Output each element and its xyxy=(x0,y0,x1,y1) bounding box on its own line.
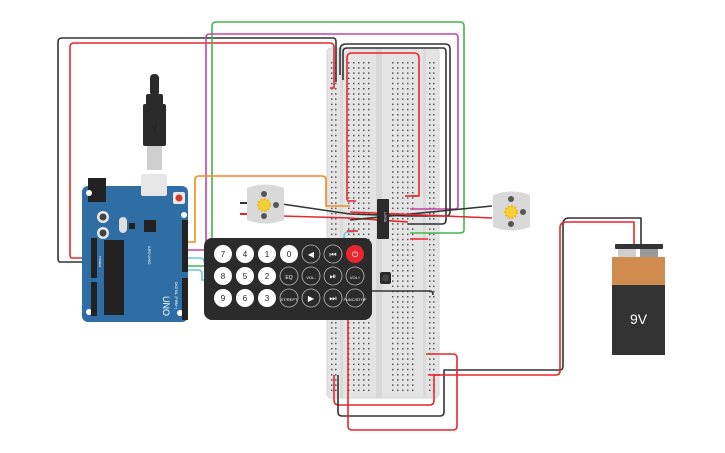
wire-red-battery xyxy=(428,221,635,376)
board-label: UNO xyxy=(161,296,171,316)
remote-button[interactable] xyxy=(323,288,343,308)
brand-label: ARDUINO xyxy=(147,246,152,264)
wire-black-top-2 xyxy=(342,47,447,225)
remote-button[interactable] xyxy=(214,289,232,307)
power-header-label: POWER xyxy=(98,256,102,268)
remote-button-label: VOL- xyxy=(306,275,316,280)
remote-button[interactable] xyxy=(236,289,254,307)
remote-button[interactable] xyxy=(236,267,254,285)
remote-button[interactable] xyxy=(301,266,321,286)
remote-button-label: 3 xyxy=(265,294,270,303)
remote-button-label: 8 xyxy=(221,272,226,281)
wire-green xyxy=(188,21,465,267)
wire-black-gnd-top xyxy=(57,37,337,263)
remote-power-button[interactable] xyxy=(346,245,364,263)
remote-button-label: ⏮ xyxy=(329,250,336,259)
remote-button[interactable] xyxy=(258,289,276,307)
remote-button[interactable] xyxy=(236,245,254,263)
remote-button[interactable] xyxy=(323,244,343,264)
usb-cable[interactable]: ⑂ xyxy=(143,74,166,170)
remote-button[interactable] xyxy=(279,266,299,286)
wire-black-ir xyxy=(370,290,434,296)
wire-red-bottom-2 xyxy=(347,300,458,431)
remote-button-label: ⏯ xyxy=(330,272,336,281)
remote-button[interactable] xyxy=(301,288,321,308)
remote-button-label: 6 xyxy=(243,294,248,303)
motor-right[interactable] xyxy=(493,191,530,231)
digital-header-label: DIGITAL (PWM~) xyxy=(174,282,178,309)
remote-button[interactable] xyxy=(301,244,321,264)
remote-button[interactable] xyxy=(258,267,276,285)
remote-button[interactable] xyxy=(279,288,299,308)
remote-button-label: 4 xyxy=(243,250,248,259)
wires xyxy=(57,21,642,431)
wire-motor-right-red xyxy=(349,211,493,219)
remote-button-label: 7 xyxy=(221,250,226,259)
wire-cyan-1 xyxy=(188,257,205,263)
remote-button-label: ◀ xyxy=(308,250,315,259)
motor-left-gear-icon xyxy=(257,198,271,212)
remote-button-label: 0 xyxy=(287,250,292,259)
ic-chip[interactable]: L293D xyxy=(377,199,389,239)
wire-red-bottom-1 xyxy=(333,374,440,406)
wire-red-5v-top xyxy=(69,42,335,259)
motor-left[interactable] xyxy=(240,184,284,224)
wire-magenta xyxy=(188,33,459,251)
remote-button-label: 9 xyxy=(221,294,226,303)
usb-icon: ⑂ xyxy=(152,123,158,134)
ir-receiver[interactable] xyxy=(380,272,391,284)
remote-button-label: ST/REPT xyxy=(281,297,298,302)
remote-button-label: 1 xyxy=(265,250,270,259)
remote-button-label: ⏻ xyxy=(352,250,359,259)
remote-button[interactable] xyxy=(214,245,232,263)
wire-orange xyxy=(188,175,350,243)
remote-button[interactable] xyxy=(214,267,232,285)
motor-right-gear-icon xyxy=(504,205,518,219)
wire-black-top-1 xyxy=(339,43,451,217)
remote-button-label: 5 xyxy=(243,272,248,281)
remote-button-label: EQ xyxy=(285,275,292,281)
wire-cyan-2 xyxy=(188,269,205,281)
remote-button-label: FUNC/STOP xyxy=(343,297,366,302)
battery-label: 9V xyxy=(630,311,648,327)
remote-button[interactable] xyxy=(280,245,298,263)
remote-button-label: 2 xyxy=(265,272,270,281)
arduino-uno[interactable]: UNO ARDUINO DIGITAL (PWM~) POWER xyxy=(82,174,188,322)
remote-button[interactable] xyxy=(345,288,365,308)
remote-button-label: ▶ xyxy=(308,294,315,303)
wire-red-rail-top xyxy=(346,52,420,200)
remote-button-label: ⏭ xyxy=(329,294,336,303)
remote-button[interactable] xyxy=(323,266,343,286)
ir-remote[interactable]: 7 4 1 0 ◀ ⏮ ⏻ 8 5 2 EQ VOL- ⏯ VOL+ 9 6 3 ST/REPT ▶ ⏭ FUNC/ST… xyxy=(204,238,372,320)
remote-button[interactable] xyxy=(258,245,276,263)
remote-buttons: 7 4 1 0 ◀ ⏮ ⏻ 8 5 2 EQ VOL- ⏯ VOL+ 9 6 3 ST/REPT ▶ ⏭ FUNC/ST… xyxy=(214,244,367,308)
remote-button[interactable] xyxy=(345,266,365,286)
wire-black-bottom xyxy=(337,217,642,417)
remote-button-label: VOL+ xyxy=(350,275,361,280)
wire-cyan-3 xyxy=(343,231,354,240)
ic-chip-label: L293D xyxy=(383,212,387,223)
battery-9v[interactable]: 9V xyxy=(612,244,665,355)
wire-motor-right-black xyxy=(349,205,493,221)
